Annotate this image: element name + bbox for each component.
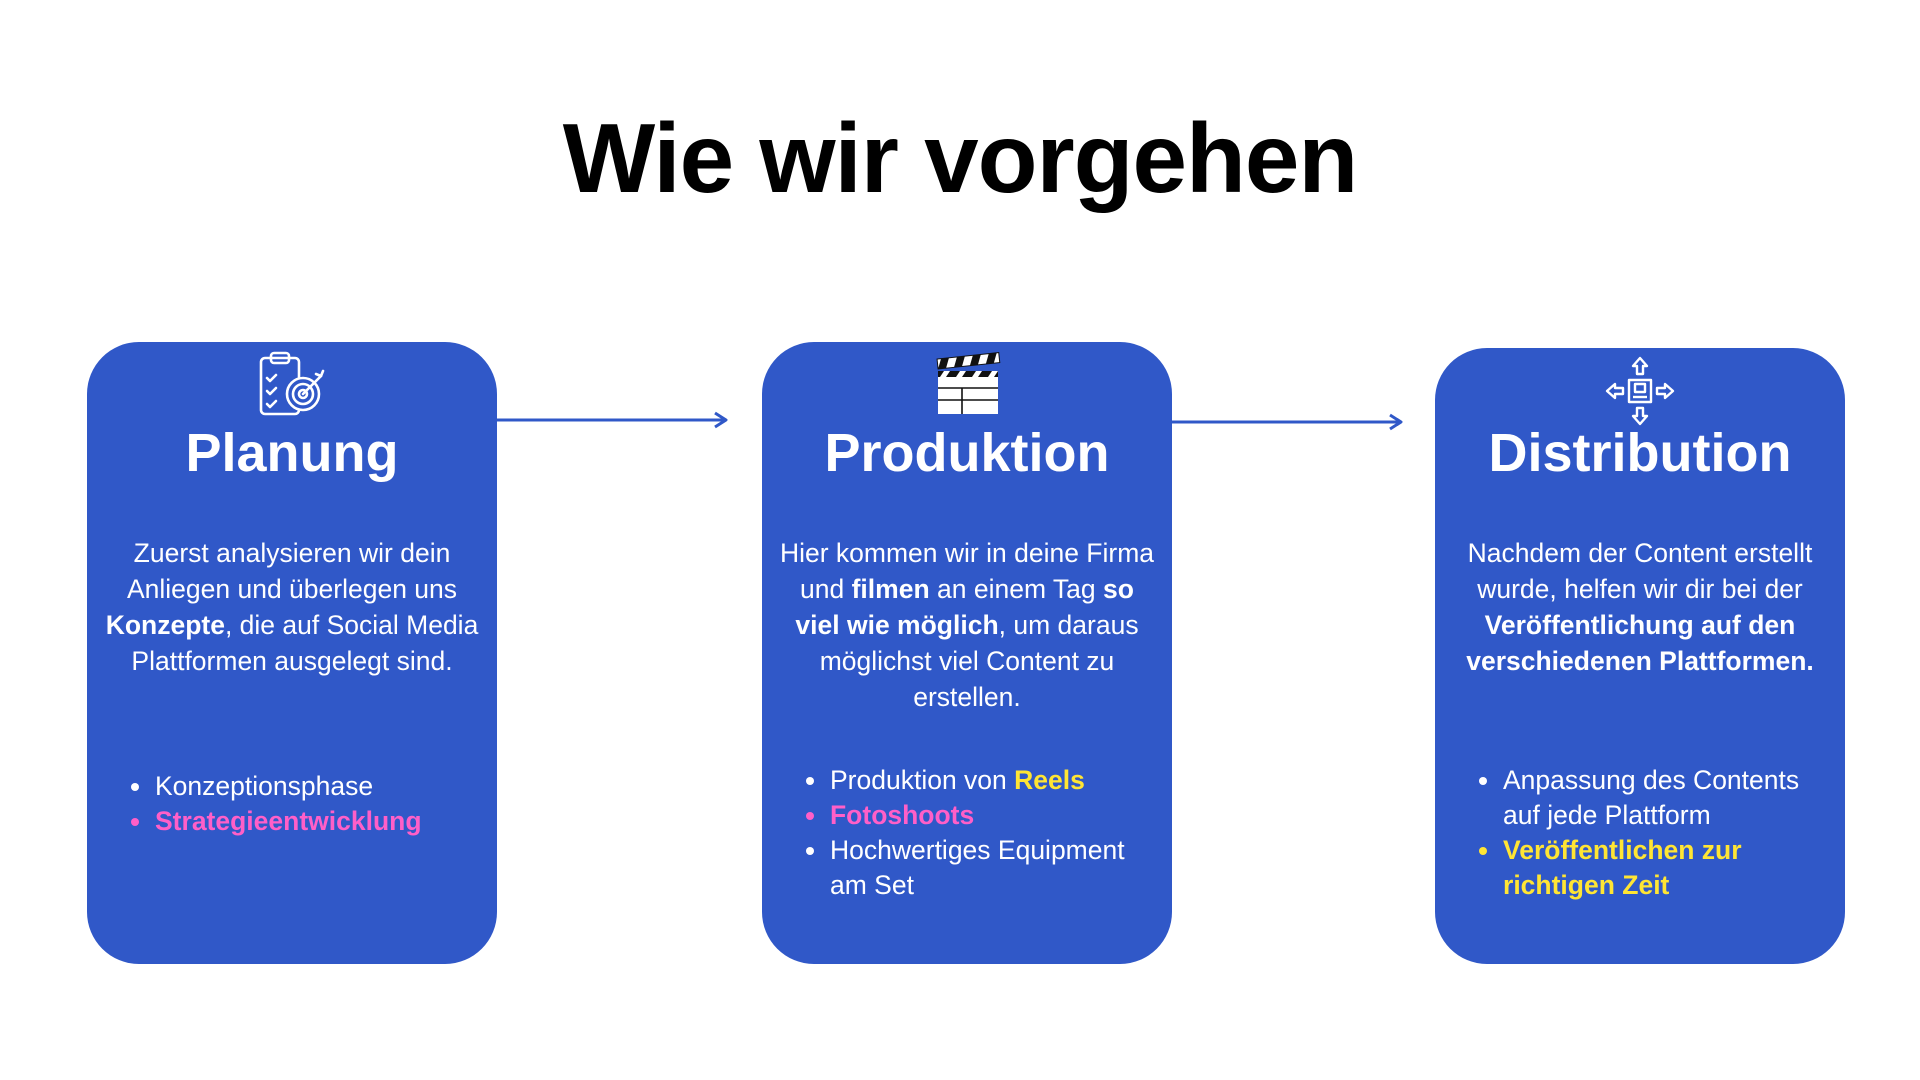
card-title: Produktion bbox=[824, 423, 1110, 483]
card-description: Zuerst analysieren wir dein Anliegen und… bbox=[105, 538, 479, 676]
step-card-distribution: Distribution Nachdem der Content erstell… bbox=[1435, 348, 1845, 964]
step-card-planung: Planung Zuerst analysieren wir dein Anli… bbox=[87, 342, 497, 964]
arrow-right-icon bbox=[1172, 412, 1404, 432]
list-item: Fotoshoots bbox=[802, 798, 1158, 833]
clipboard-target-icon bbox=[255, 348, 329, 422]
feature-list: Konzeptionsphase Strategieentwicklung bbox=[127, 769, 483, 839]
list-item: Hochwertiges Equipment am Set bbox=[802, 833, 1158, 903]
list-item: Veröffentlichen zur richtigen Zeit bbox=[1475, 833, 1831, 903]
page-title: Wie wir vorgehen bbox=[562, 103, 1359, 213]
feature-list: Produktion von Reels Fotoshoots Hochwert… bbox=[802, 763, 1158, 903]
list-item: Konzeptionsphase bbox=[127, 769, 483, 804]
card-title: Distribution bbox=[1488, 423, 1792, 483]
clapperboard-icon bbox=[930, 348, 1004, 422]
distribution-arrows-icon bbox=[1603, 354, 1677, 428]
list-item: Strategieentwicklung bbox=[127, 804, 483, 839]
feature-list: Anpassung des Contents auf jede Plattfor… bbox=[1475, 763, 1831, 903]
arrow-right-icon bbox=[497, 410, 729, 430]
list-item: Produktion von Reels bbox=[802, 763, 1158, 798]
list-item: Anpassung des Contents auf jede Plattfor… bbox=[1475, 763, 1831, 833]
card-description: Hier kommen wir in deine Firma und filme… bbox=[779, 538, 1155, 712]
card-title: Planung bbox=[185, 423, 399, 483]
step-card-produktion: Produktion Hier kommen wir in deine Firm… bbox=[762, 342, 1172, 964]
card-description: Nachdem der Content erstellt wurde, helf… bbox=[1466, 538, 1814, 676]
